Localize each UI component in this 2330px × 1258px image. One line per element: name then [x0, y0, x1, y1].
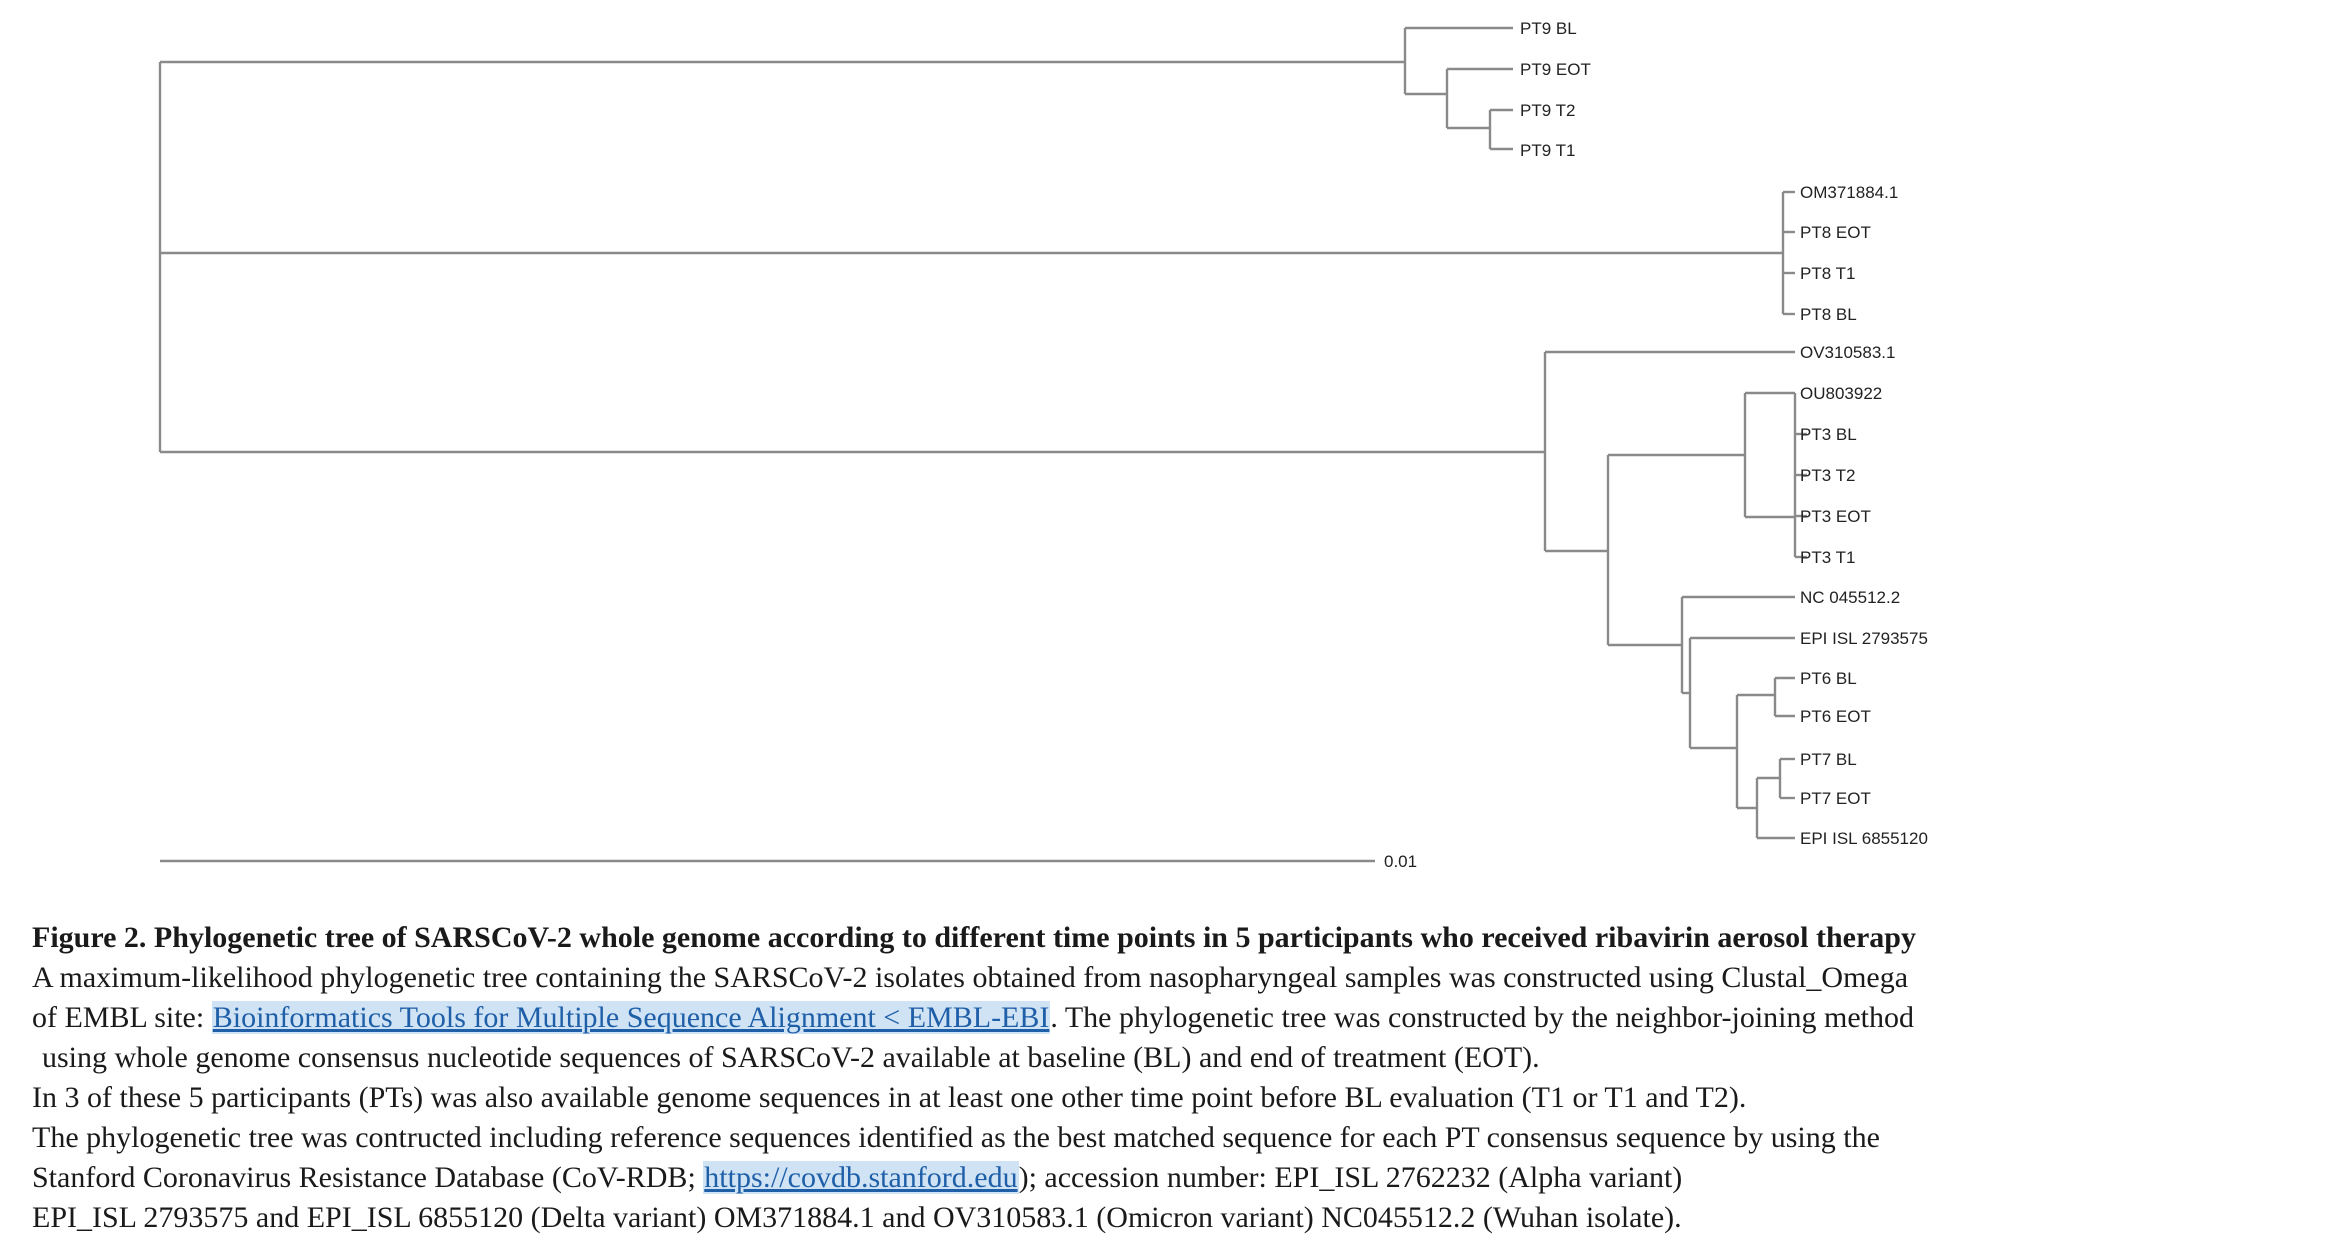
caption-line: A maximum-likelihood phylogenetic tree c…: [32, 961, 1909, 994]
leaf-label: PT6 BL: [1800, 669, 1857, 688]
scale-bar-label: 0.01: [1384, 852, 1417, 871]
leaf-label: PT9 EOT: [1520, 60, 1591, 79]
caption-text: of EMBL site:: [32, 1001, 212, 1034]
caption-line: using whole genome consensus nucleotide …: [42, 1041, 1540, 1074]
leaf-label: EPI ISL 2793575: [1800, 629, 1928, 648]
covdb-link[interactable]: https://covdb.stanford.edu: [703, 1161, 1019, 1194]
leaf-label: PT7 BL: [1800, 750, 1857, 769]
caption-line: In 3 of these 5 participants (PTs) was a…: [32, 1081, 1747, 1114]
caption-text: Stanford Coronavirus Resistance Database…: [32, 1161, 704, 1194]
caption-line: Stanford Coronavirus Resistance Database…: [32, 1158, 2322, 1198]
leaf-label: PT3 T1: [1800, 548, 1855, 567]
leaf-label: OM371884.1: [1800, 183, 1898, 202]
leaf-label: PT9 BL: [1520, 19, 1577, 38]
caption-line: EPI_ISL 2793575 and EPI_ISL 6855120 (Del…: [32, 1201, 1682, 1234]
leaf-label: EPI ISL 6855120: [1800, 829, 1928, 848]
caption-text: . The phylogenetic tree was constructed …: [1050, 1001, 1915, 1034]
leaf-label: PT3 T2: [1800, 466, 1855, 485]
leaf-label: PT3 BL: [1800, 425, 1857, 444]
leaf-label: PT6 EOT: [1800, 707, 1871, 726]
caption-line: The phylogenetic tree was contructed inc…: [32, 1121, 1880, 1154]
figure-title: Figure 2. Phylogenetic tree of SARSCoV-2…: [32, 921, 1916, 954]
leaf-label: PT8 EOT: [1800, 223, 1871, 242]
leaf-label: PT9 T2: [1520, 101, 1575, 120]
caption-line: of EMBL site: Bioinformatics Tools for M…: [32, 998, 2322, 1038]
leaf-label: PT8 BL: [1800, 305, 1857, 324]
leaf-label: OU803922: [1800, 384, 1882, 403]
leaf-label: NC 045512.2: [1800, 588, 1900, 607]
phylogenetic-tree: PT9 BL PT9 EOT PT9 T2 PT9 T1 OM371884.1 …: [158, 19, 1928, 871]
leaf-label: OV310583.1: [1800, 343, 1895, 362]
leaf-label: PT7 EOT: [1800, 789, 1871, 808]
leaf-label: PT8 T1: [1800, 264, 1855, 283]
leaf-label: PT3 EOT: [1800, 507, 1871, 526]
embl-ebi-link[interactable]: Bioinformatics Tools for Multiple Sequen…: [211, 1001, 1051, 1034]
caption-text: ); accession number: EPI_ISL 2762232 (Al…: [1018, 1161, 1683, 1194]
leaf-label: PT9 T1: [1520, 141, 1575, 160]
figure-caption: Figure 2. Phylogenetic tree of SARSCoV-2…: [32, 918, 2322, 1238]
